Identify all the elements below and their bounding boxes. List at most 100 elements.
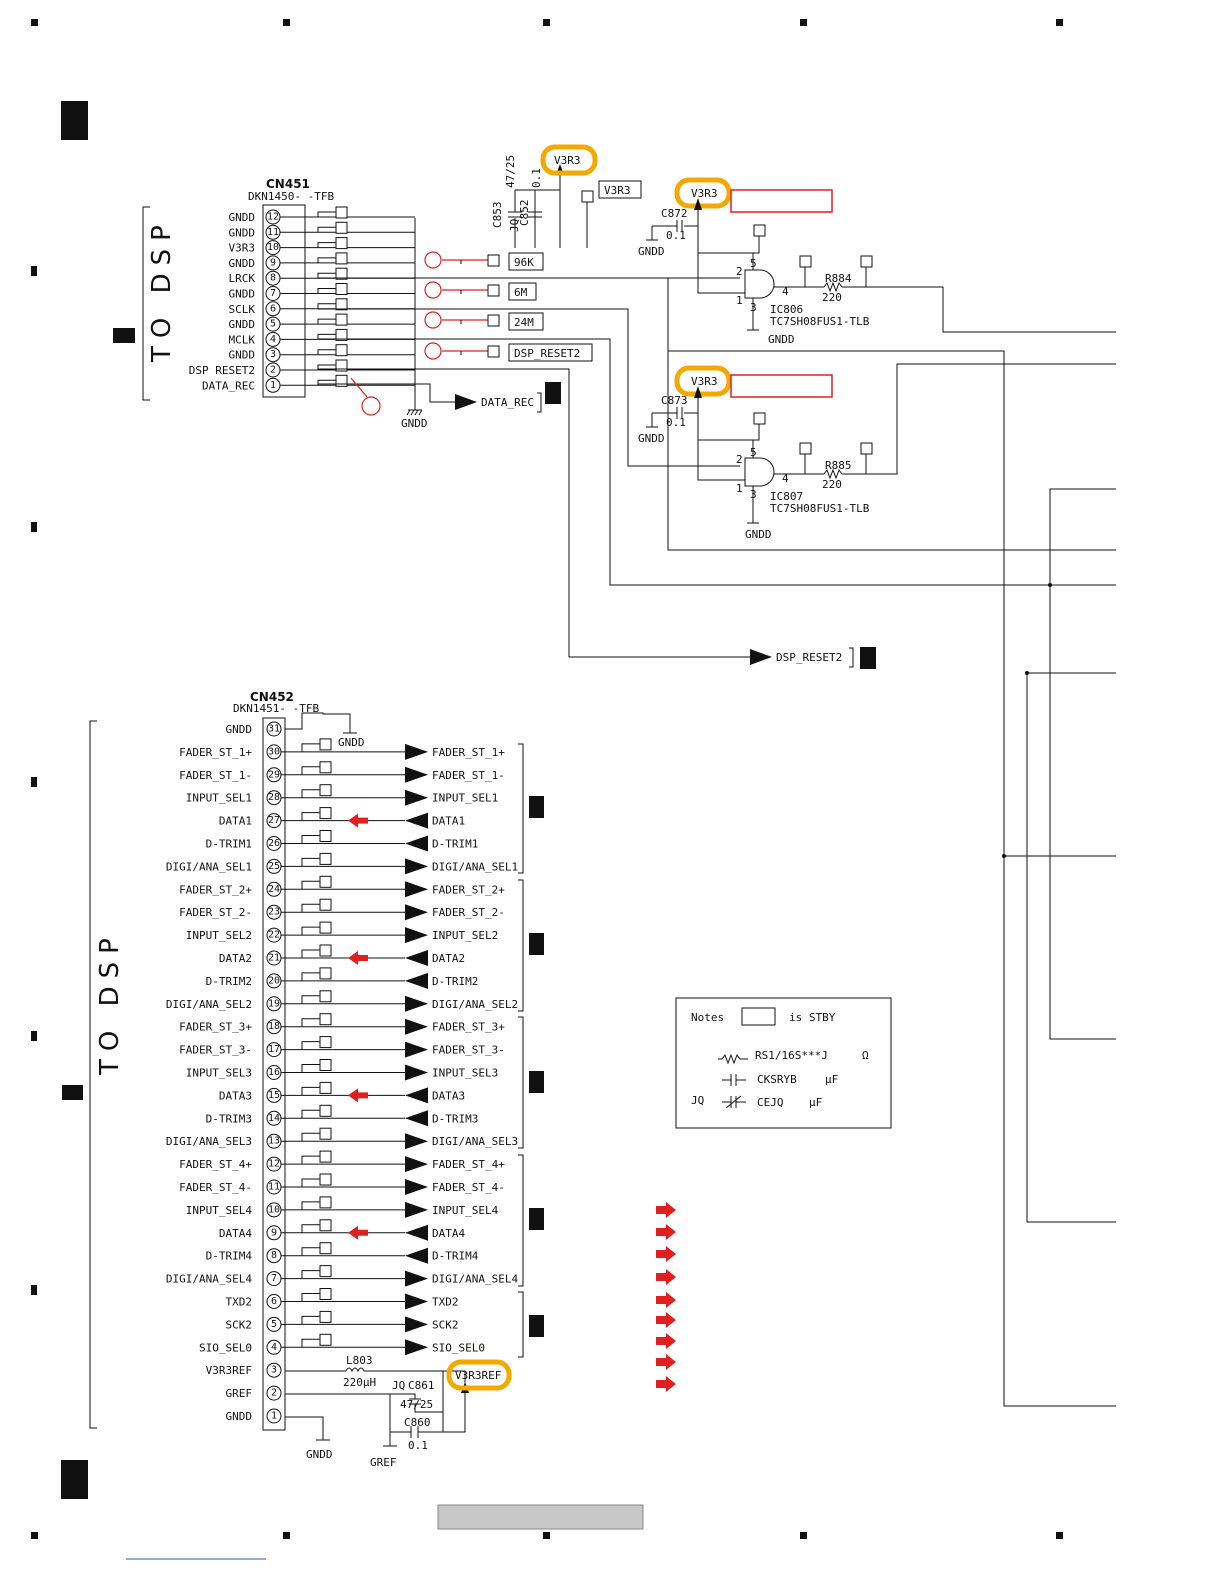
testpoint xyxy=(319,1242,332,1255)
red-arrow-column xyxy=(656,1202,676,1392)
ic807-gnd: GNDD xyxy=(745,528,772,541)
area-marker xyxy=(113,328,135,343)
capacitor-symbol xyxy=(722,1074,746,1086)
dsp-reset-flag xyxy=(750,649,772,665)
c872-gnd: GNDD xyxy=(638,245,665,258)
ic806-gate xyxy=(744,269,775,299)
testpoint xyxy=(319,967,332,980)
cn451-pin-label: GNDD xyxy=(229,318,256,331)
cn452-pin-number: 21 xyxy=(268,953,280,964)
cn452-pin-label: DIGI/ANA_SEL4 xyxy=(166,1273,252,1286)
output-flag xyxy=(405,927,428,944)
cn451-pin-number: 4 xyxy=(270,334,276,345)
clock-tag xyxy=(508,252,544,271)
v3r3-highlight-ic806 xyxy=(674,177,732,209)
lrck-wire xyxy=(318,277,1116,1407)
cn451-gnd-label: GNDD xyxy=(401,417,428,430)
c853-value: 47/25 xyxy=(504,155,517,188)
cn452-pin-label: FADER_ST_3+ xyxy=(179,1021,252,1034)
testpoint xyxy=(319,1013,332,1026)
cn452-bracket xyxy=(89,720,97,1429)
input-flag xyxy=(405,1110,428,1127)
output-flag xyxy=(405,1156,428,1173)
cn452-net-label: INPUT_SEL2 xyxy=(432,929,498,942)
ic807-pin3-num: 3 xyxy=(750,488,757,501)
ic806-in-wire xyxy=(697,210,745,294)
cn451-pin-number: 6 xyxy=(270,303,276,314)
cn451-title: CN451 xyxy=(266,177,310,191)
cn452-pin-number: 18 xyxy=(268,1021,280,1032)
cn452-pin-number: 27 xyxy=(268,815,280,826)
cn452-pin-number: 5 xyxy=(271,1319,277,1330)
cn451-bracket xyxy=(142,206,150,401)
testpoint xyxy=(335,374,348,387)
cn452-pin-number: 28 xyxy=(268,792,280,803)
red-arrow-right xyxy=(656,1312,676,1328)
cn451-pin-number: 7 xyxy=(270,288,276,299)
testpoint xyxy=(319,921,332,934)
testpoint xyxy=(319,944,332,957)
cn452-pin-label: D-TRIM3 xyxy=(206,1112,252,1125)
cn452-pin-label: DIGI/ANA_SEL3 xyxy=(166,1135,252,1148)
c861-value: 47/25 xyxy=(400,1398,433,1411)
cn452-pin-label: FADER_ST_1- xyxy=(179,769,252,782)
red-arrow-left xyxy=(348,1225,368,1240)
red-arrow-left xyxy=(348,813,368,828)
cn452-pin-label: GNDD xyxy=(226,723,253,736)
cn452-pin-label: FADER_ST_4- xyxy=(179,1181,252,1194)
testpoint xyxy=(319,1310,332,1323)
red-arrow-right xyxy=(656,1269,676,1285)
annotation-circle xyxy=(424,342,442,360)
cn452-net-label: FADER_ST_4+ xyxy=(432,1158,505,1171)
cn452-pin-label: INPUT_SEL3 xyxy=(186,1067,252,1080)
c872-label: C872 xyxy=(661,207,688,220)
ic806-pin5-num: 5 xyxy=(750,257,757,270)
cn451-side-label: TO DSP xyxy=(147,217,177,363)
cn452-pin-label: INPUT_SEL2 xyxy=(186,929,252,942)
cn452-net-label: FADER_ST_2+ xyxy=(432,883,505,896)
cn452-pin-number: 9 xyxy=(271,1227,277,1238)
cn452-gnd-bottom: GNDD xyxy=(306,1448,333,1461)
l803-label: L803 xyxy=(346,1354,373,1367)
testpoint xyxy=(799,442,812,455)
cn452-net-label: DATA2 xyxy=(432,952,465,965)
cn452-pin-number: 13 xyxy=(268,1136,280,1147)
ic807-gate xyxy=(744,457,775,487)
cn452-pin-label: SIO_SEL0 xyxy=(199,1341,252,1354)
ic807-pin5-num: 5 xyxy=(750,446,757,459)
cn452-pin-number: 14 xyxy=(268,1113,280,1124)
ic807-vcc-wire xyxy=(698,424,760,441)
gnd-symbol xyxy=(646,226,658,241)
testpoint xyxy=(335,283,348,295)
output-flag xyxy=(405,881,428,898)
c852-label: C852 xyxy=(518,200,531,227)
cn452-gnd-bottom-wire xyxy=(285,1416,330,1441)
testpoint xyxy=(487,284,500,297)
output-flag xyxy=(405,1293,428,1310)
cn452-pin-label: SCK2 xyxy=(226,1318,253,1331)
cn452-net-label: FADER_ST_1+ xyxy=(432,746,505,759)
bracket xyxy=(537,392,542,413)
cn452-pin-number: 2 xyxy=(271,1388,277,1399)
clock-tag-label: 96K xyxy=(514,256,534,269)
cn452-net-label: D-TRIM1 xyxy=(432,838,478,851)
cn452-pin-number: 12 xyxy=(268,1159,280,1170)
cn452-pin-number: 7 xyxy=(271,1273,277,1284)
cn452-net-label: DATA4 xyxy=(432,1227,465,1240)
notes-cap2-unit: µF xyxy=(809,1096,822,1109)
ic807-pin2-num: 2 xyxy=(736,453,743,466)
cn452-net-label: FADER_ST_2- xyxy=(432,906,505,919)
testpoint xyxy=(319,1196,332,1209)
ic807-in-wire xyxy=(697,398,745,481)
testpoint xyxy=(581,190,594,203)
cn452-pin-label: FADER_ST_1+ xyxy=(179,746,252,759)
data-rec-flag xyxy=(455,394,477,410)
input-flag xyxy=(405,950,428,966)
testpoint xyxy=(319,1059,332,1071)
cn452-pin-label: V3R3REF xyxy=(206,1364,252,1377)
cn452-pin-number: 24 xyxy=(268,884,280,895)
cn451-pin-number: 8 xyxy=(270,273,276,284)
notes-stby-box xyxy=(741,1007,776,1026)
